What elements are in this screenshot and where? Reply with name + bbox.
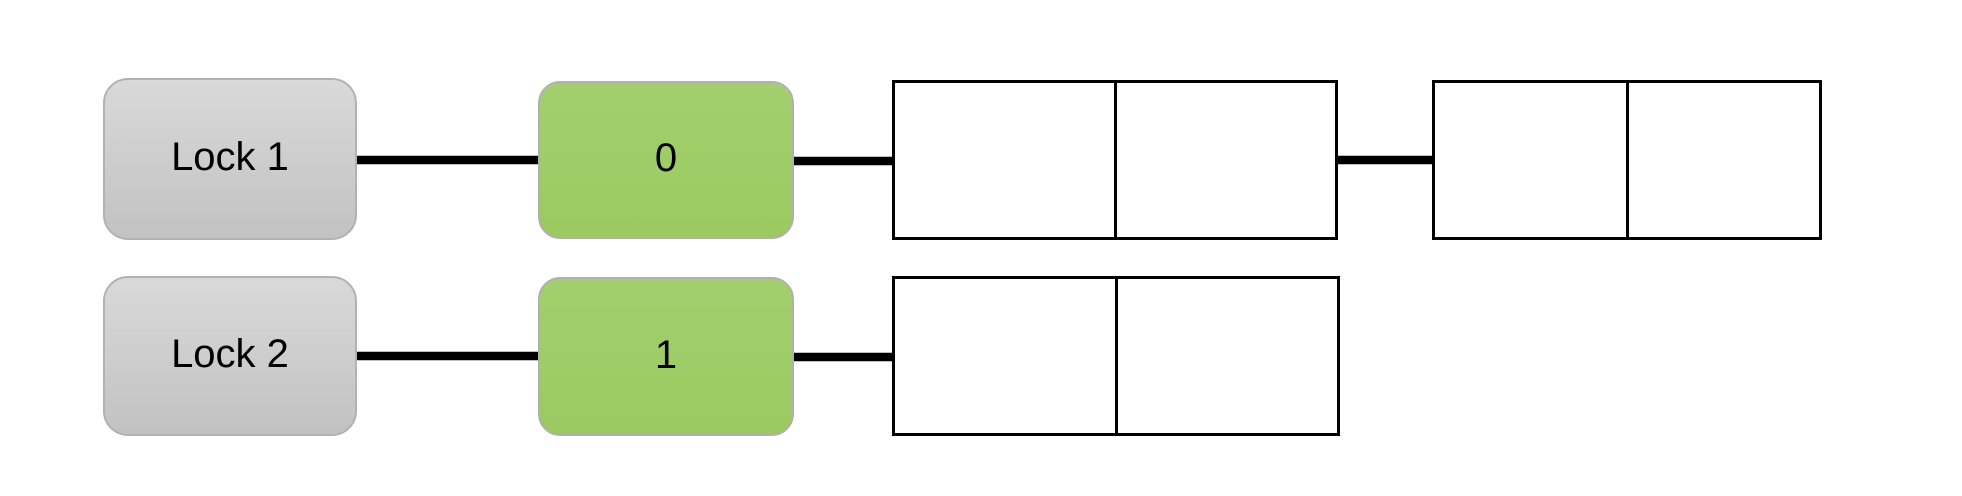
queue1-label: 1 xyxy=(654,332,678,377)
row1-node1 xyxy=(892,80,1338,240)
row2-node1 xyxy=(892,276,1340,436)
queue1-box: 1 xyxy=(538,277,794,436)
row1-node2-value-cell xyxy=(1435,83,1626,237)
row1-node1-value-cell xyxy=(895,83,1114,237)
row1-node1-next-cell xyxy=(1113,83,1336,237)
row2-node1-next-cell xyxy=(1114,279,1338,433)
lock1-label: Lock 1 xyxy=(171,135,289,179)
queue0-label: 0 xyxy=(654,136,678,180)
lock1-box: Lock 1 xyxy=(103,78,357,240)
row1-node2-next-cell xyxy=(1625,83,1820,237)
row1-node2 xyxy=(1432,80,1822,240)
row2-node1-value-cell xyxy=(895,279,1115,433)
lock2-box: Lock 2 xyxy=(103,276,357,436)
lock2-label: Lock 2 xyxy=(171,332,289,376)
queue0-box: 0 xyxy=(538,81,794,239)
